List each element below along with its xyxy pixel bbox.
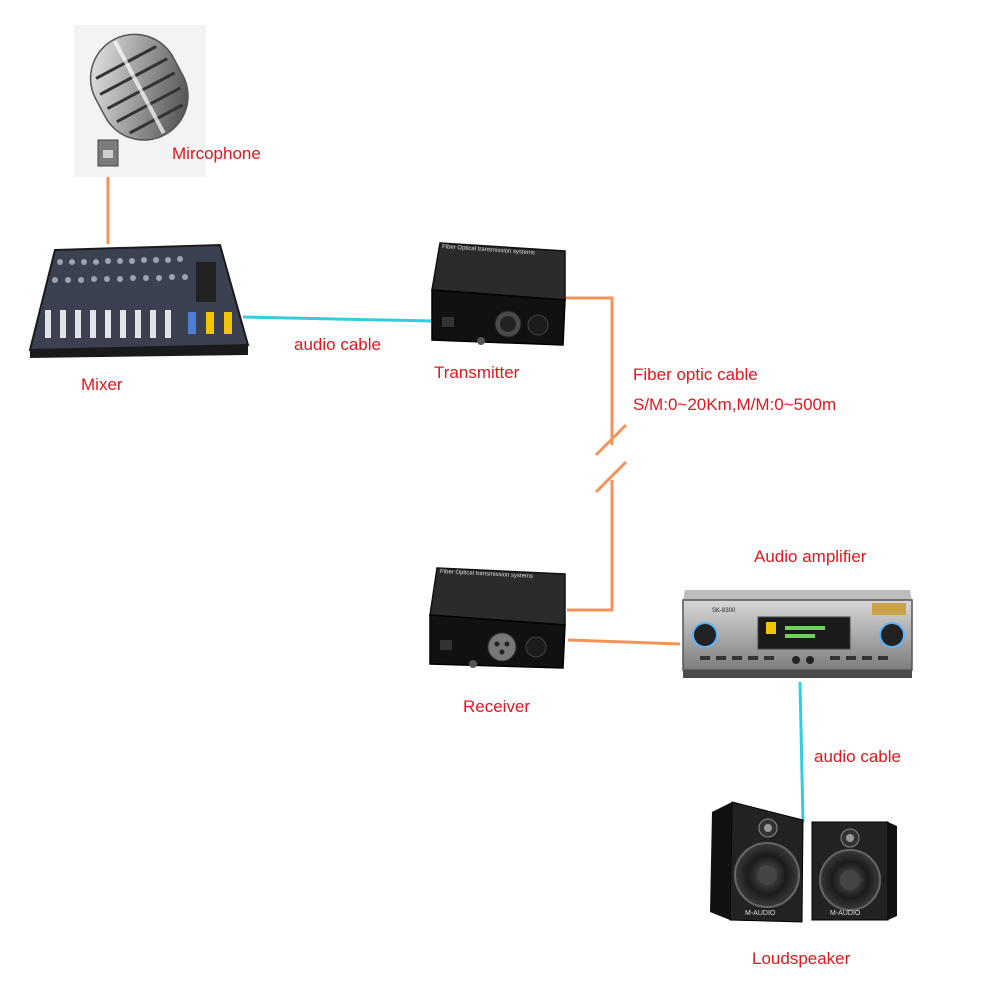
fiber-cable-upper: [565, 296, 614, 445]
receiver-top-text: Fiber Optical transmission systems: [440, 569, 533, 580]
transmitter-label: Transmitter: [434, 363, 520, 382]
cables: [106, 176, 805, 823]
loudspeaker-label: Loudspeaker: [752, 949, 851, 968]
fiber-break-mark-lower: [594, 460, 628, 494]
amplifier-to-speaker-cable: [798, 681, 805, 823]
fiber-cable-lower: [567, 480, 614, 612]
mixer-image: [28, 243, 250, 358]
amplifier-image: SK-8300: [682, 590, 913, 678]
loudspeaker-image: M-AUDIO M-AUDIO: [710, 801, 897, 923]
speaker-left-brand: M-AUDIO: [745, 910, 776, 917]
receiver-image: Fiber Optical transmission systems: [429, 567, 566, 669]
fiber-spec-label: S/M:0~20Km,M/M:0~500m: [633, 395, 836, 414]
amplifier-label: Audio amplifier: [754, 547, 867, 566]
mixer-label: Mixer: [81, 375, 123, 394]
audio-cable-label-bottom: audio cable: [814, 747, 901, 766]
mixer-to-transmitter-cable: [242, 315, 433, 323]
fiber-title-label: Fiber optic cable: [633, 365, 758, 384]
amplifier-model-text: SK-8300: [712, 608, 736, 614]
microphone-image: [74, 25, 206, 177]
transmitter-image: Fiber Optical transmission systems: [431, 242, 566, 346]
speaker-right-brand: M-AUDIO: [830, 910, 861, 917]
receiver-to-amplifier-cable: [567, 638, 681, 646]
fiber-break-mark-upper: [594, 423, 628, 457]
receiver-label: Receiver: [463, 697, 530, 716]
microphone-label: Mircophone: [172, 144, 261, 163]
audio-cable-label-top: audio cable: [294, 335, 381, 354]
